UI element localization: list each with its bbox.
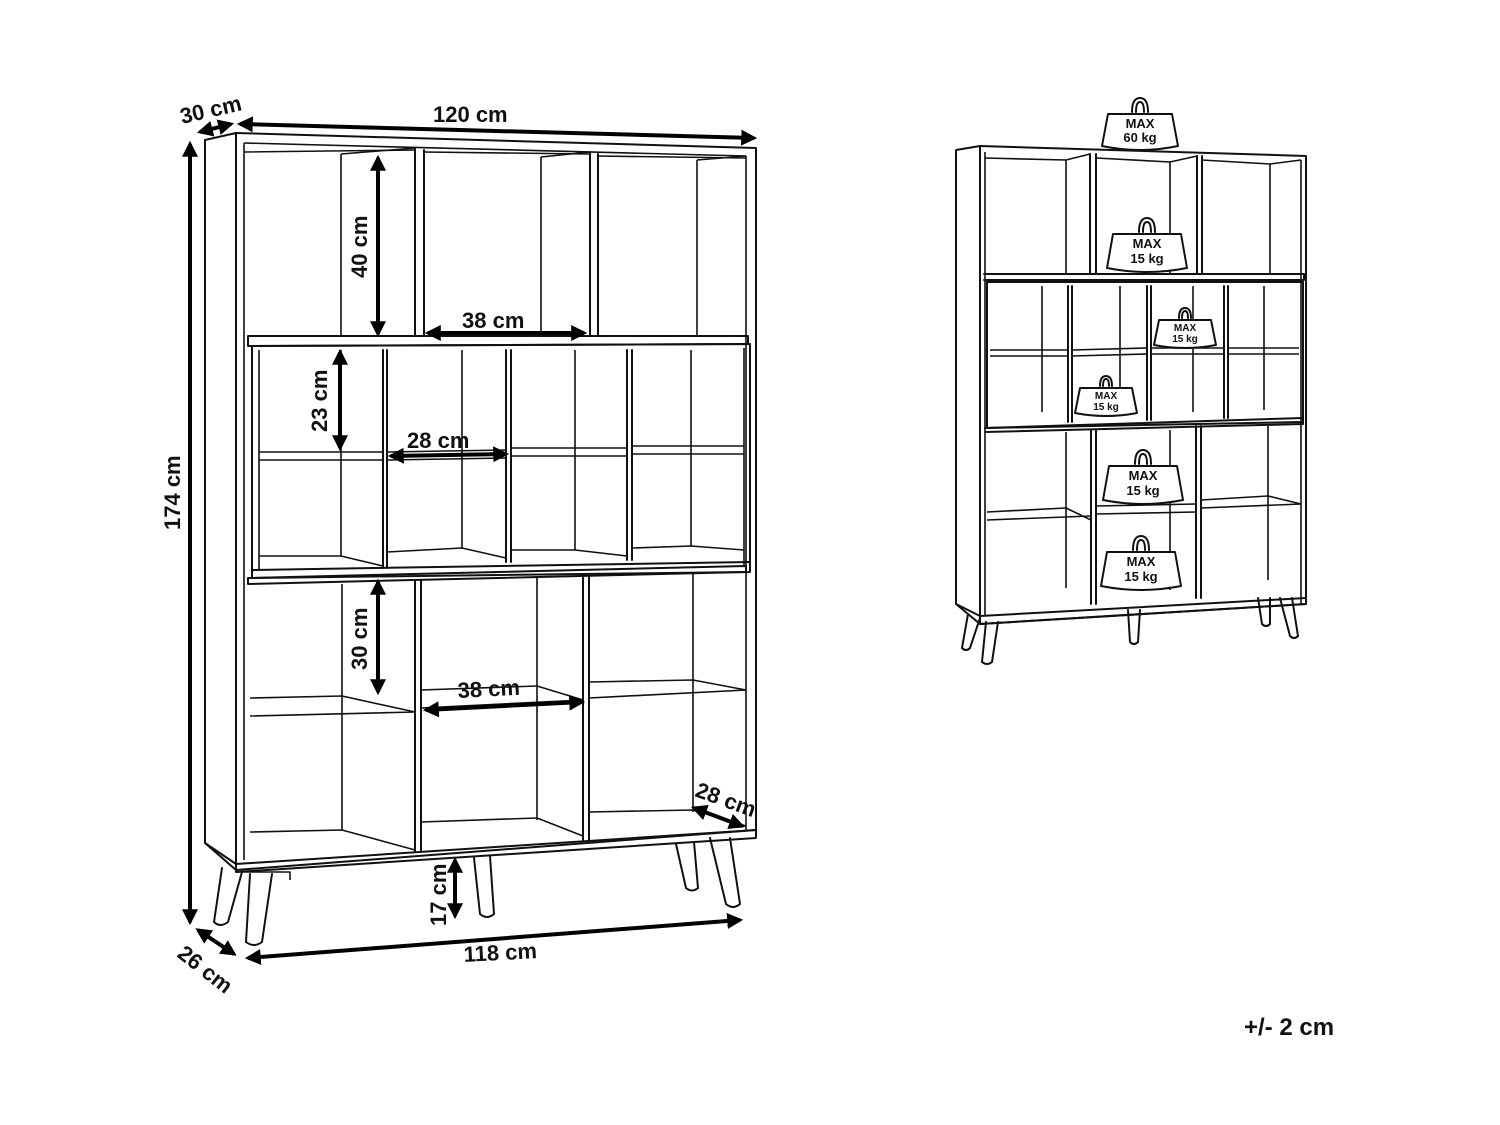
svg-text:15 kg: 15 kg: [1124, 569, 1157, 584]
weight-icon-15kg-middle-upper: MAX 15 kg: [1153, 307, 1217, 349]
tolerance-note: +/- 2 cm: [1244, 1014, 1335, 1041]
weight-icon-15kg-middle-lower: MAX 15 kg: [1074, 375, 1138, 417]
dim-width-top: 120 cm: [433, 102, 508, 127]
dim-bottom-compartment-height: 30 cm: [347, 608, 372, 670]
svg-text:MAX: MAX: [1127, 554, 1156, 569]
dim-top-compartment-width: 38 cm: [462, 308, 524, 333]
dim-width-bottom: 118 cm: [463, 938, 538, 967]
svg-text:MAX: MAX: [1095, 391, 1118, 402]
svg-text:15 kg: 15 kg: [1172, 334, 1198, 345]
svg-text:15 kg: 15 kg: [1130, 251, 1163, 266]
weight-icon-15kg-bottom-upper: MAX 15 kg: [1102, 449, 1184, 505]
load-capacity-bookcase: [955, 145, 1307, 665]
svg-text:MAX: MAX: [1174, 323, 1197, 334]
dim-top-compartment-height: 40 cm: [347, 216, 372, 278]
weight-icon-15kg-top: MAX 15 kg: [1106, 217, 1188, 273]
dim-middle-compartment-height: 23 cm: [307, 370, 332, 432]
svg-text:MAX: MAX: [1126, 116, 1155, 131]
dim-leg-height: 17 cm: [426, 864, 451, 926]
dim-depth-top: 30 cm: [178, 90, 244, 128]
svg-text:15 kg: 15 kg: [1126, 483, 1159, 498]
dim-bottom-compartment-depth: 28 cm: [692, 777, 759, 822]
svg-text:MAX: MAX: [1133, 236, 1162, 251]
weight-icon-15kg-bottom-lower: MAX 15 kg: [1100, 535, 1182, 591]
svg-text:MAX: MAX: [1129, 468, 1158, 483]
svg-text:15 kg: 15 kg: [1093, 402, 1119, 413]
dim-bottom-compartment-width: 38 cm: [457, 675, 521, 703]
weight-icon-60kg: MAX 60 kg: [1101, 97, 1179, 151]
dimensioned-bookcase: 30 cm 120 cm 174 cm 40 cm 38 cm 23 cm 28…: [160, 90, 759, 998]
dim-middle-compartment-width: 28 cm: [407, 428, 469, 453]
dim-height-total: 174 cm: [160, 455, 185, 530]
svg-text:60 kg: 60 kg: [1123, 130, 1156, 145]
